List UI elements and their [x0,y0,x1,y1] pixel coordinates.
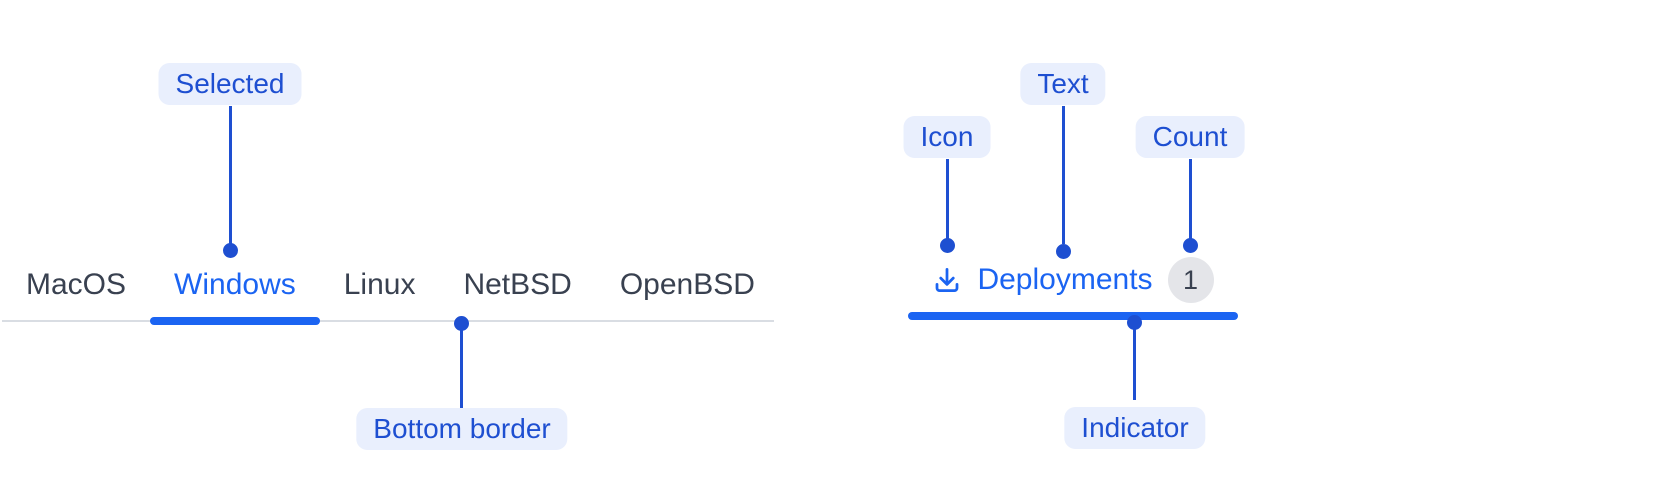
tab-linux[interactable]: Linux [320,256,440,320]
tab-indicator [908,312,1238,320]
icon-annotation-dot [940,238,955,253]
tab-openbsd[interactable]: OpenBSD [596,256,779,320]
tab-label: Windows [174,268,296,301]
selected-annotation-line [229,106,232,246]
icon-annotation-line [946,159,949,239]
text-annotation-dot [1056,244,1071,259]
tab-windows[interactable]: Windows [150,256,320,325]
indicator-annotation-line [1133,327,1136,400]
selected-annotation-label: Selected [158,63,302,105]
tab-label: Linux [343,268,416,301]
tab-label: MacOS [26,268,127,301]
tab-bar: MacOS Windows Linux NetBSD OpenBSD [2,256,774,325]
tab-label: OpenBSD [619,268,755,301]
bottom-border-annotation-label: Bottom border [356,408,568,450]
bottom-border-annotation-dot [454,316,469,331]
indicator-annotation-dot [1127,315,1142,330]
indicator-annotation-label: Indicator [1064,407,1206,449]
text-annotation-line [1062,106,1065,244]
selected-tab-bottom-border [150,317,320,325]
tab-label: Deployments [977,263,1153,296]
tab-deployments[interactable]: Deployments 1 [908,256,1238,304]
count-annotation-dot [1183,238,1198,253]
icon-annotation-label: Icon [903,116,991,158]
bottom-border-annotation-line [460,327,463,409]
tab-netbsd[interactable]: NetBSD [439,256,595,320]
tab-label: NetBSD [463,268,572,301]
count-annotation-line [1189,159,1192,239]
download-icon [936,268,959,292]
selected-annotation-dot [223,243,238,258]
count-annotation-label: Count [1135,116,1245,158]
text-annotation-label: Text [1020,63,1106,105]
count-badge: 1 [1167,257,1214,303]
tab-macos[interactable]: MacOS [2,256,150,320]
